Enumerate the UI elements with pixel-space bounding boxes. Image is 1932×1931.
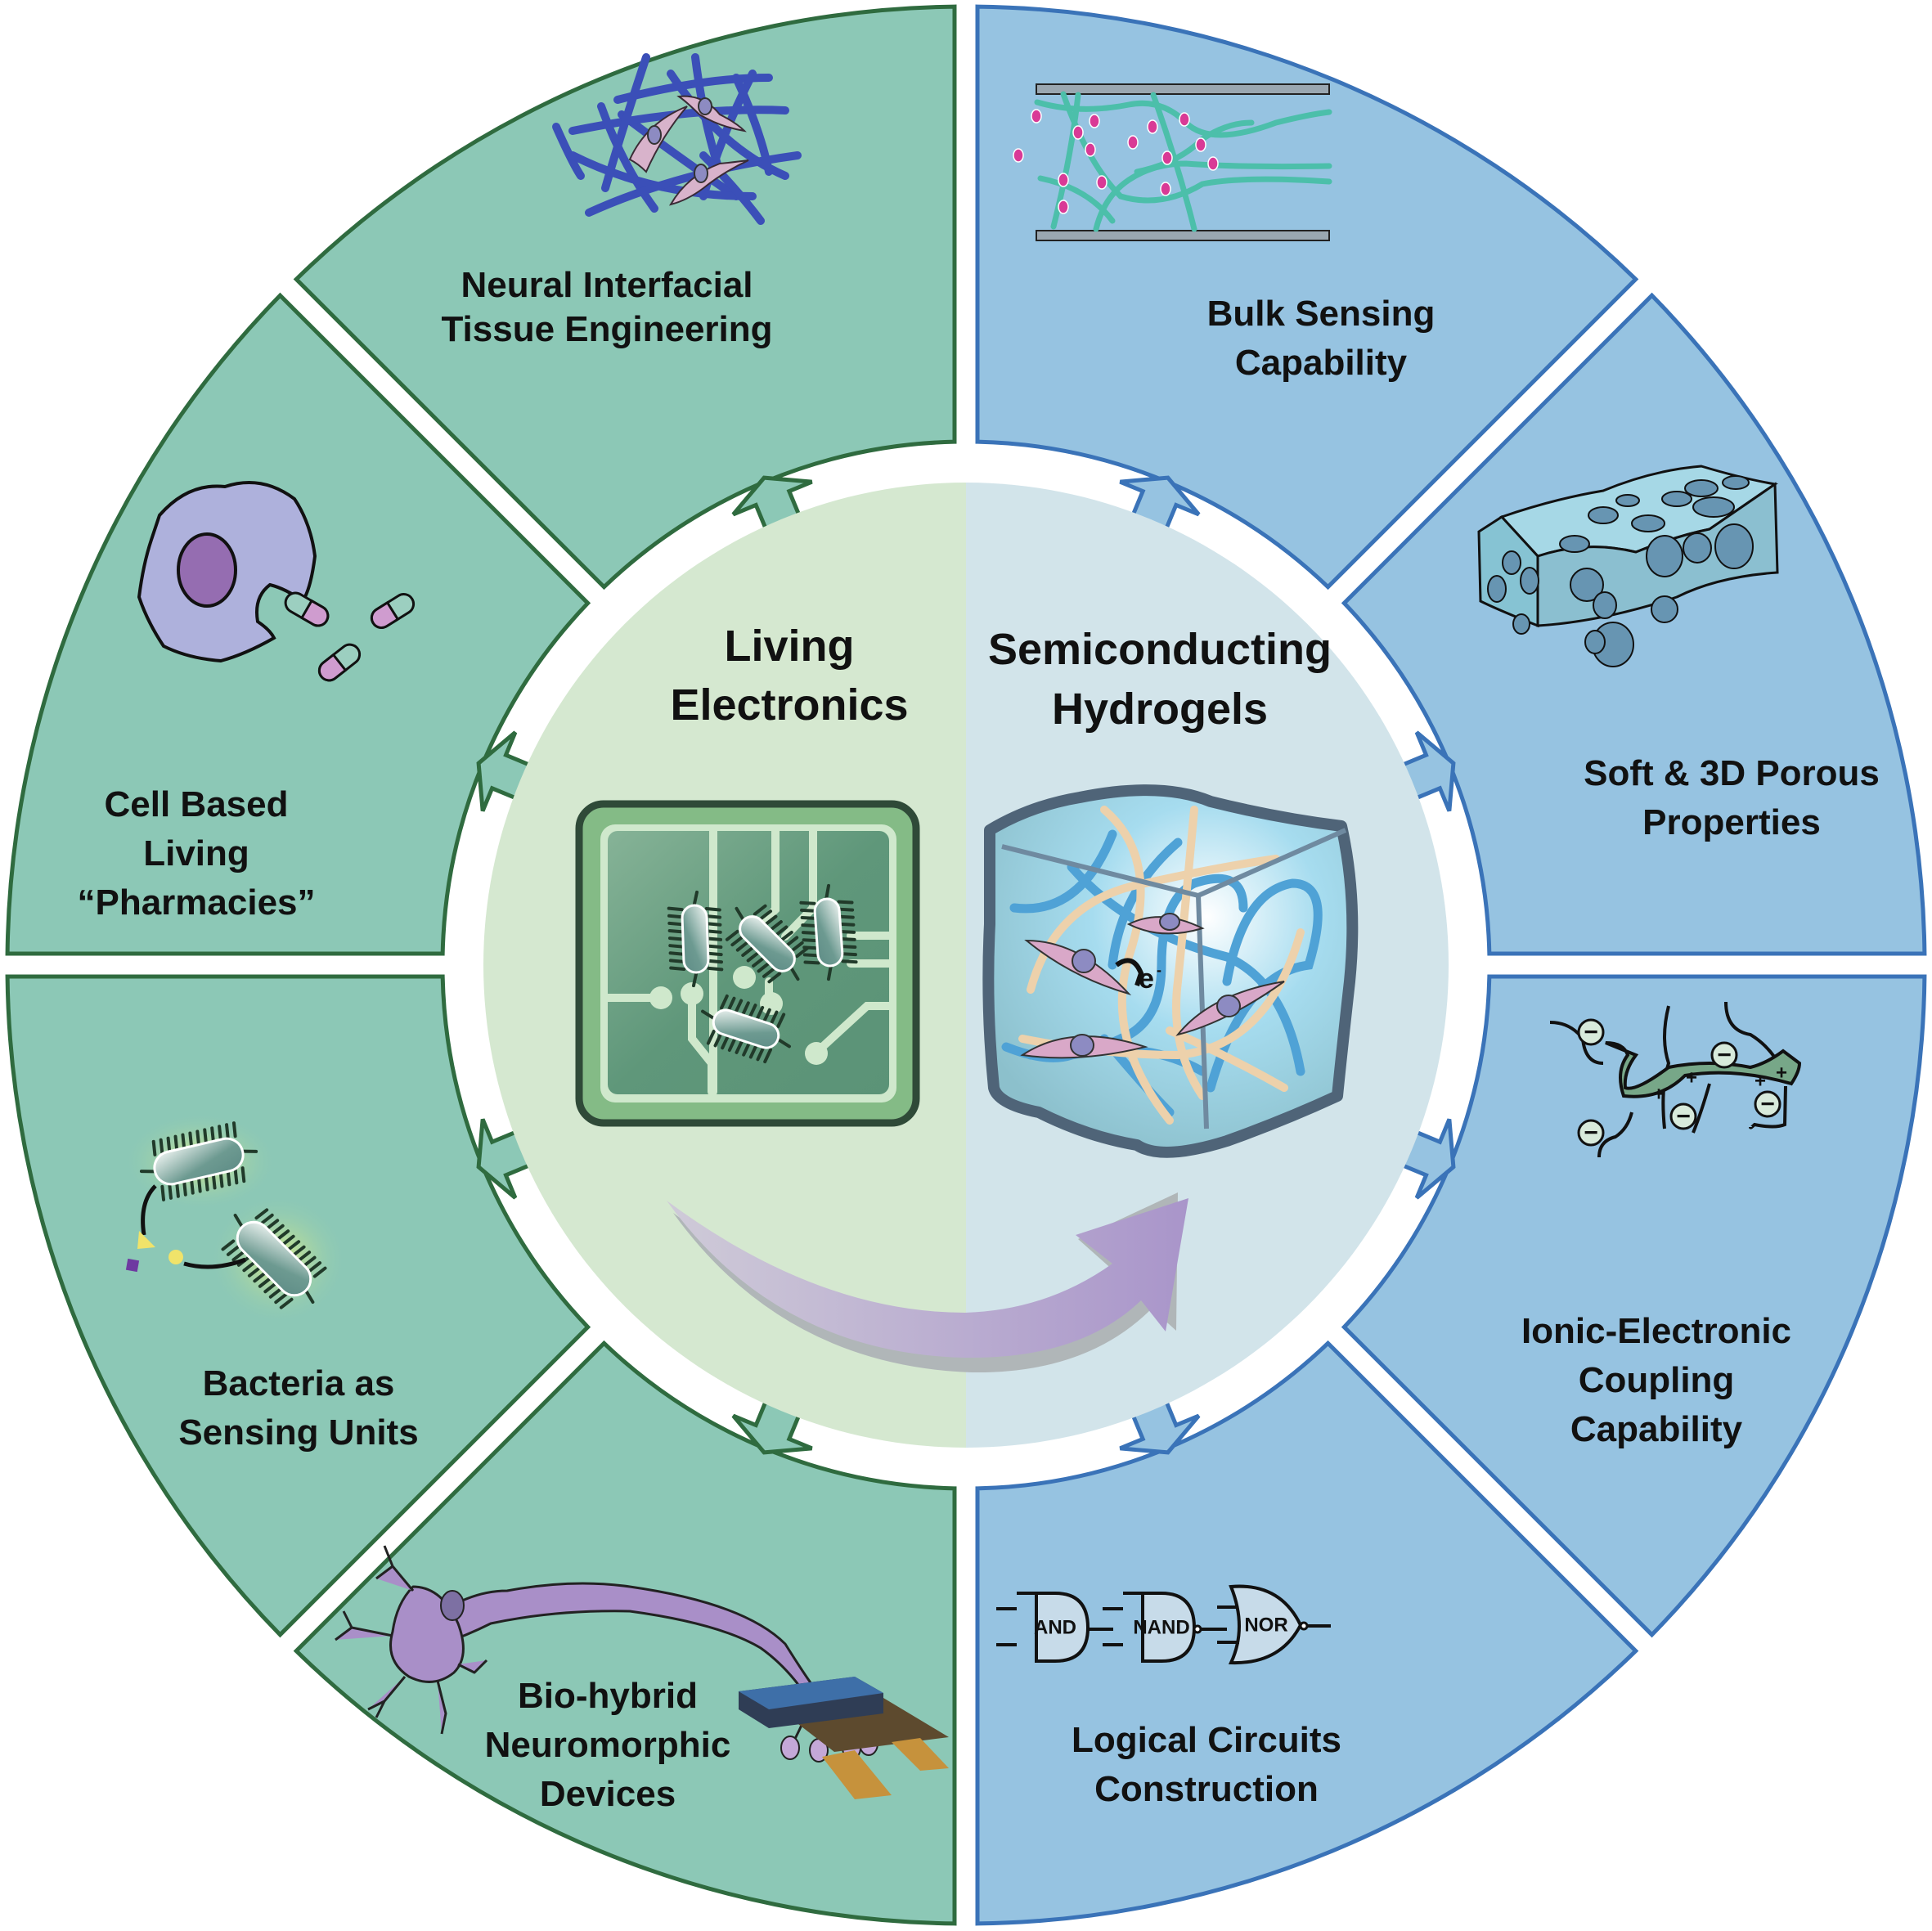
ion-dot <box>1072 125 1084 140</box>
label-bacteria-line1: Bacteria as <box>203 1363 395 1403</box>
semiconducting-hydrogels-title-line2: Hydrogels <box>1052 685 1268 734</box>
segment-logic <box>975 1340 1639 1926</box>
label-logic-line1: Logical Circuits <box>1072 1720 1341 1760</box>
label-neuromorphic-line2: Neuromorphic <box>485 1725 731 1765</box>
electron-charge: - <box>1157 962 1161 978</box>
cell-capsules-icon <box>137 481 416 682</box>
ion-dot <box>1096 175 1108 190</box>
bacterium-icon <box>725 904 810 984</box>
negative-charge-symbol: − <box>1584 1120 1598 1147</box>
living-electronics-title-line2: Electronics <box>670 680 908 730</box>
nor-gate-label: NOR <box>1244 1614 1287 1636</box>
segment-ionic <box>1341 974 1927 1638</box>
ion-dot <box>1179 112 1190 127</box>
ion-dot <box>1058 200 1069 214</box>
neuron-device-icon <box>335 1545 949 1799</box>
ion-dot <box>1127 135 1139 150</box>
ion-dot <box>1031 109 1042 123</box>
label-neuromorphic-line3: Devices <box>540 1774 676 1814</box>
label-porous-line1: Soft & 3D Porous <box>1584 753 1880 793</box>
label-bulk-line1: Bulk Sensing <box>1207 294 1436 334</box>
positive-charge-symbol: + <box>1653 1084 1665 1106</box>
label-porous-line2: Properties <box>1642 802 1821 842</box>
hydrogel-electrodes-icon <box>1013 83 1332 241</box>
bacterium-icon <box>667 890 724 988</box>
bacteria-chip-icon <box>575 800 920 1127</box>
hydrogel-cube-icon: e - <box>982 784 1359 1158</box>
bacterium-icon <box>701 994 791 1064</box>
ion-dot <box>1147 119 1158 134</box>
transition-arrow-icon <box>667 1192 1188 1373</box>
positive-charge-symbol: + <box>1755 1071 1766 1093</box>
semiconducting-hydrogels-title-line1: Semiconducting <box>988 625 1332 674</box>
nand-gate-label: NAND <box>1133 1616 1189 1638</box>
glowing-bacteria-icon <box>123 1112 348 1325</box>
label-pharmacies-line3: “Pharmacies” <box>77 882 315 923</box>
segment-labels: Neural Interfacial Tissue Engineering Ce… <box>77 265 1879 1814</box>
negative-charge-symbol: − <box>1717 1042 1732 1069</box>
ion-dot <box>1161 150 1173 165</box>
label-neuromorphic-line1: Bio-hybrid <box>518 1676 698 1716</box>
label-ionic-line3: Capability <box>1570 1409 1743 1449</box>
negative-charge-symbol: − <box>1584 1019 1598 1046</box>
ion-dot <box>1195 137 1206 152</box>
electron-symbol: e <box>1139 963 1154 995</box>
segment-bulk <box>975 4 1639 591</box>
and-gate-label: AND <box>1034 1616 1076 1638</box>
bacterium-icon <box>139 1121 258 1201</box>
label-pharmacies-line2: Living <box>143 833 249 873</box>
segment-pharmacies <box>5 292 591 956</box>
label-bacteria-line2: Sensing Units <box>178 1412 418 1453</box>
label-ionic-line2: Coupling <box>1579 1360 1735 1400</box>
ion-dot <box>1207 156 1219 171</box>
logic-gates-icon: AND NAND NOR <box>996 1584 1331 1665</box>
positive-charge-symbol: + <box>1686 1067 1697 1089</box>
outward-arrows <box>476 475 1456 1455</box>
ion-dot <box>1089 114 1100 128</box>
ion-dot <box>1160 182 1171 196</box>
segment-porous <box>1341 292 1927 956</box>
label-logic-line2: Construction <box>1094 1769 1319 1809</box>
segment-neural <box>293 4 957 591</box>
label-neural-line1: Neural Interfacial <box>461 265 753 305</box>
bacterium-icon <box>799 883 858 981</box>
label-ionic-line1: Ionic-Electronic <box>1521 1311 1791 1351</box>
living-electronics-title-line1: Living <box>725 622 855 671</box>
label-pharmacies-line1: Cell Based <box>105 784 289 824</box>
charged-polymer-icon: −−−−−++++ <box>1549 1001 1802 1158</box>
label-neural-line2: Tissue Engineering <box>441 309 772 349</box>
negative-charge-symbol: − <box>1760 1091 1775 1118</box>
ion-dot <box>1058 173 1069 187</box>
fiber-scaffold-cells-icon <box>552 53 802 225</box>
ion-dot <box>1013 148 1024 163</box>
negative-charge-symbol: − <box>1676 1103 1691 1130</box>
positive-charge-symbol: + <box>1776 1062 1787 1085</box>
segment-neuromorphic <box>293 1340 957 1926</box>
bacterium-icon <box>221 1208 327 1309</box>
ion-dot <box>1085 142 1096 157</box>
label-bulk-line2: Capability <box>1235 343 1408 383</box>
porous-sponge-icon <box>1477 465 1779 667</box>
